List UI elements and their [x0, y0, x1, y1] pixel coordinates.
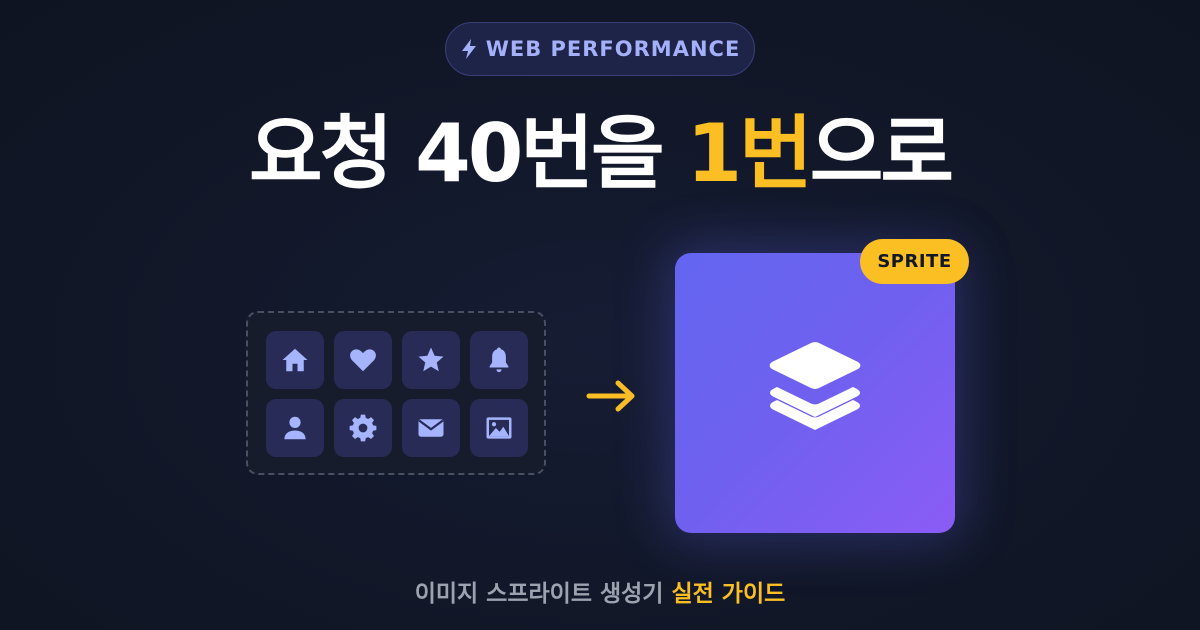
badge-label: WEB PERFORMANCE — [485, 37, 741, 61]
tile-heart — [334, 331, 392, 389]
icon-grid — [246, 311, 546, 475]
sprite-tag: SPRITE — [860, 239, 969, 284]
tile-gear — [334, 399, 392, 457]
tile-star — [402, 331, 460, 389]
footer-subtitle: 이미지 스프라이트 생성기 실전 가이드 — [0, 574, 1200, 608]
tile-bell — [470, 331, 528, 389]
gear-icon — [349, 414, 377, 442]
headline: 요청 40번을 1번으로 — [0, 104, 1200, 204]
mail-icon — [418, 419, 444, 437]
sprite-card — [675, 253, 955, 533]
user-icon — [284, 416, 306, 440]
star-icon — [418, 347, 444, 372]
bell-icon — [489, 347, 509, 373]
bolt-icon — [460, 38, 478, 60]
layers-icon — [769, 342, 861, 430]
headline-accent: 1번 — [686, 107, 812, 200]
footer-accent: 실전 가이드 — [671, 581, 786, 607]
arrow-right-icon — [586, 380, 635, 412]
tile-mail — [402, 399, 460, 457]
tile-home — [266, 331, 324, 389]
footer-text: 이미지 스프라이트 생성기 — [414, 581, 672, 607]
tile-user — [266, 399, 324, 457]
heart-icon — [350, 349, 376, 372]
headline-part2: 으로 — [809, 107, 954, 200]
home-icon — [282, 348, 308, 372]
headline-part1: 요청 40번을 — [249, 107, 687, 200]
category-badge: WEB PERFORMANCE — [445, 22, 755, 76]
image-icon — [486, 417, 512, 439]
tile-image — [470, 399, 528, 457]
